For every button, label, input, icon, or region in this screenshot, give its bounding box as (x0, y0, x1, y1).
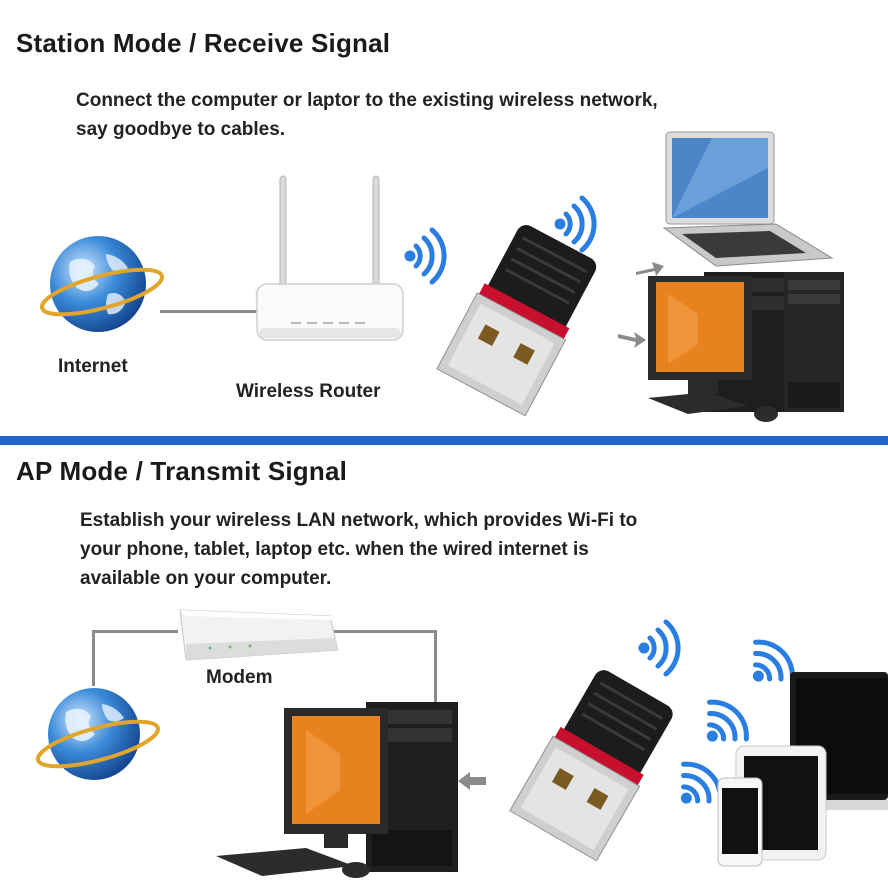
internet-label: Internet (58, 356, 128, 377)
usb-wifi-adapter-icon (509, 670, 673, 862)
station-mode-description: Connect the computer or laptor to the ex… (76, 86, 658, 144)
cable-left-horizontal (92, 630, 178, 633)
desktop-pc-icon (648, 272, 844, 422)
section-divider (0, 436, 888, 445)
ap-desc-line-2: your phone, tablet, laptop etc. when the… (80, 539, 589, 560)
arrow-icon (636, 262, 664, 276)
cable-right-horizontal (330, 630, 436, 633)
globe-icon (39, 236, 165, 332)
wifi-signal-icon (706, 699, 749, 742)
ap-mode-description: Establish your wireless LAN network, whi… (80, 506, 637, 593)
station-mode-title: Station Mode / Receive Signal (16, 28, 391, 58)
wifi-signal-icon (404, 227, 447, 285)
ap-mode-title: AP Mode / Transmit Signal (16, 456, 348, 486)
modem-icon (179, 609, 339, 661)
laptop-icon (662, 131, 834, 267)
ethernet-cable (160, 310, 260, 313)
router-icon (255, 175, 404, 341)
phone-icon (717, 777, 763, 867)
desktop-pc-icon (216, 702, 458, 878)
station-desc-line-1: Connect the computer or laptor to the ex… (76, 90, 658, 111)
station-desc-line-2: say goodbye to cables. (76, 119, 286, 140)
wifi-signal-icon (554, 195, 597, 253)
wifi-signal-icon (752, 639, 795, 682)
usb-wifi-adapter-icon (436, 225, 597, 417)
wireless-router-label: Wireless Router (236, 381, 381, 402)
ap-desc-line-3: available on your computer. (80, 568, 332, 589)
arrow-icon (458, 772, 486, 790)
ap-desc-line-1: Establish your wireless LAN network, whi… (80, 510, 638, 531)
globe-icon (35, 688, 161, 780)
wifi-signal-icon (680, 761, 723, 804)
cable-left-vertical (92, 630, 95, 686)
cable-right-vertical (434, 630, 437, 702)
wifi-signal-icon (638, 619, 681, 677)
modem-label: Modem (206, 667, 273, 688)
arrow-icon (618, 332, 646, 348)
